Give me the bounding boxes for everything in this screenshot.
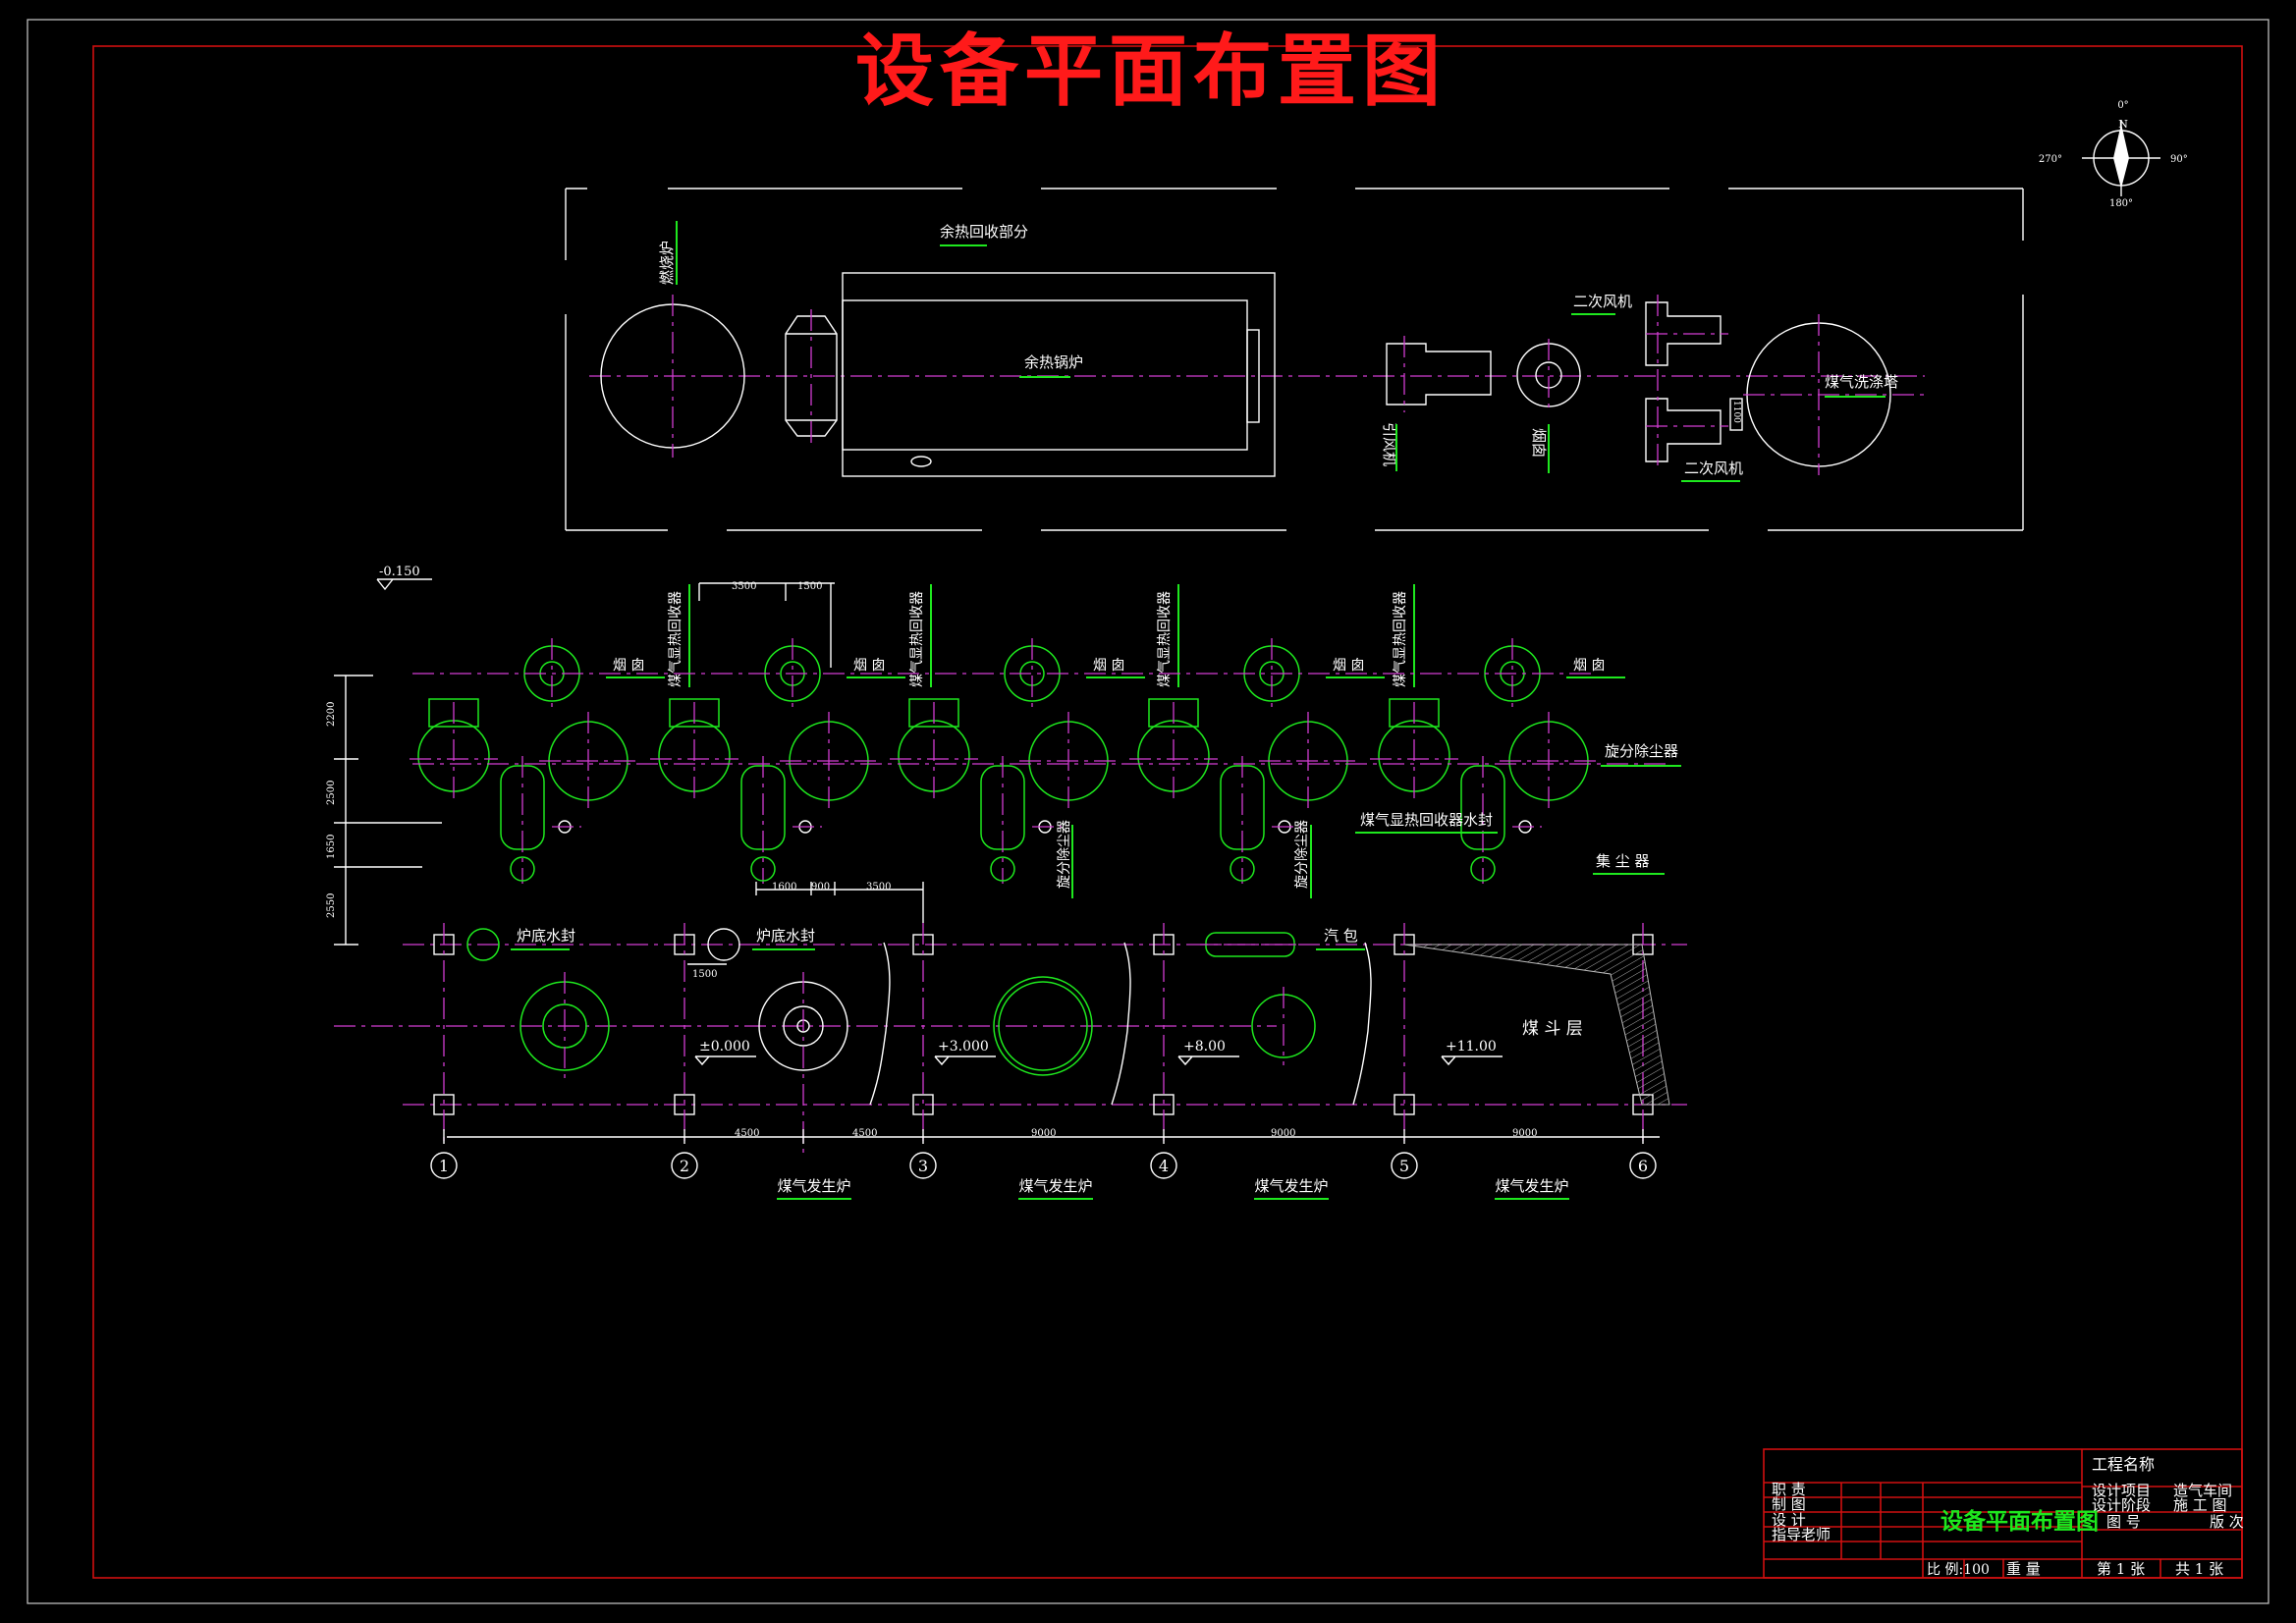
chimney-label: 烟 囱 [613,658,644,674]
tb-role-2: 制 图 [1772,1495,1806,1513]
inner-frame [92,45,2243,1579]
secondary-fan-bottom-label: 二次风机 [1684,460,1743,477]
compass-north: 0° [2117,100,2128,111]
recovery-label: 煤气显热回收器 [909,591,925,687]
cyclone-vertical-2: 旋分除尘器 [1294,820,1310,889]
chimney-label: 烟 囱 [1573,658,1605,674]
dim-bottom: 9000 [1031,1128,1056,1139]
compass-south: 180° [2109,198,2133,209]
gasifier-label: 煤气发生炉 [1495,1177,1568,1195]
scrubber-label: 煤气洗涤塔 [1825,373,1898,391]
chimney-label: 烟 囱 [853,658,885,674]
axis-number: 6 [1638,1157,1648,1175]
dim-left-3: 1650 [326,835,337,859]
dim-left-2: 2500 [326,781,337,805]
lower-plan: -0.150 2200 2500 1650 2550 3500 1500 烟 囱… [326,565,1687,1200]
cyclone-right-label: 旋分除尘器 [1605,742,1678,760]
dim-mid-2: 900 [811,882,830,893]
induced-fan-label: 引风机 [1381,422,1398,466]
gasifier-label: 煤气发生炉 [1254,1177,1328,1195]
secondary-fan-top-label: 二次风机 [1573,293,1632,310]
axis-bubble [1391,1152,1418,1179]
boiler-section-label: 余热回收部分 [940,223,1028,241]
compass-icon: 0° N 90° 270° 180° [2039,100,2188,209]
outer-frame [27,19,2269,1604]
axis-bubble [1150,1152,1177,1179]
tb-sheet: 第 1 张 [2097,1560,2145,1578]
dim-top-1: 3500 [732,581,756,592]
dim-mid-3: 3500 [866,882,891,893]
dim-left-4: 2550 [326,893,337,918]
incinerator-label: 燃烧炉 [658,241,676,285]
compass-n-letter: N [2118,118,2128,131]
waste-heat-boiler-label: 余热锅炉 [1024,353,1083,371]
tb-role-1: 职 责 [1772,1481,1806,1498]
tb-drawing-title: 设备平面布置图 [1941,1508,2099,1535]
axis-number: 5 [1399,1157,1409,1175]
dim-bottom: 9000 [1271,1128,1295,1139]
axis-number: 1 [439,1157,449,1175]
furnace-seal-1: 炉底水封 [517,927,575,945]
cyclone-vertical-1: 旋分除尘器 [1057,820,1072,889]
compass-west: 270° [2039,154,2062,165]
recovery-label: 煤气显热回收器 [1393,591,1408,687]
tb-weight: 重 量 [2006,1560,2041,1578]
tb-role-3: 设 计 [1772,1511,1806,1529]
tb-role-4: 指导老师 [1772,1526,1831,1543]
gasifier-label: 煤气发生炉 [777,1177,850,1195]
tb-design-item: 设计项目 [2092,1482,2151,1499]
dim-mid-1: 1600 [772,882,796,893]
dim-bottom: 4500 [735,1128,759,1139]
dim-left-1: 2200 [326,702,337,727]
axis-number: 4 [1159,1157,1169,1175]
dim-1100: 1100 [1731,401,1741,423]
tb-construction: 施 工 图 [2173,1496,2227,1514]
elevation-top: -0.150 [379,565,420,579]
steam-drum-label: 汽 包 [1324,927,1358,945]
dust-collector-label: 集 尘 器 [1596,852,1650,870]
recovery-label: 煤气显热回收器 [668,591,683,687]
axis-bubble [1629,1152,1657,1179]
elevation-0: ±0.000 [699,1039,750,1055]
chimney-label: 烟 囱 [1333,658,1364,674]
gasifier-label: 煤气发生炉 [1018,1177,1092,1195]
compass-east: 90° [2170,154,2188,165]
furnace-seal-2: 炉底水封 [756,927,815,945]
elevation-11: +11.00 [1446,1039,1497,1055]
recovery-label: 煤气显热回收器 [1157,591,1173,687]
axis-bubble [671,1152,698,1179]
dim-top-2: 1500 [797,581,822,592]
axis-bubble [909,1152,937,1179]
tb-drawing-no: 图 号 [2106,1513,2141,1531]
seal-label: 煤气显热回收器水封 [1360,811,1493,829]
upper-plan: 燃烧炉 余热回收部分 余热锅炉 引风机 烟囱 1100 二次风机 [565,188,2024,531]
tb-workshop: 造气车间 [2173,1482,2232,1499]
drawing-title: 设备平面布置图 [855,25,1447,117]
axis-bubble [430,1152,458,1179]
elevation-8: +8.00 [1183,1039,1226,1055]
elevation-3: +3.000 [938,1039,989,1055]
axis-number: 2 [680,1157,689,1175]
dim-bottom: 9000 [1512,1128,1537,1139]
chimney-top-label: 烟囱 [1530,428,1548,458]
coal-floor-label: 煤 斗 层 [1522,1019,1583,1039]
dim-bottom: 4500 [852,1128,877,1139]
chimney-label: 烟 囱 [1093,658,1124,674]
tb-scale: 比 例:100 [1927,1562,1990,1578]
tb-project-name: 工程名称 [2092,1455,2155,1474]
tb-total: 共 1 张 [2175,1560,2223,1578]
tb-version: 版 次 [2210,1513,2244,1531]
title-block: 工程名称 设计项目 造气车间 设计阶段 施 工 图 图 号 版 次 设备平面布置… [1763,1448,2244,1579]
tb-design-stage: 设计阶段 [2092,1496,2151,1514]
axis-number: 3 [918,1157,928,1175]
dim-1500: 1500 [692,969,717,980]
